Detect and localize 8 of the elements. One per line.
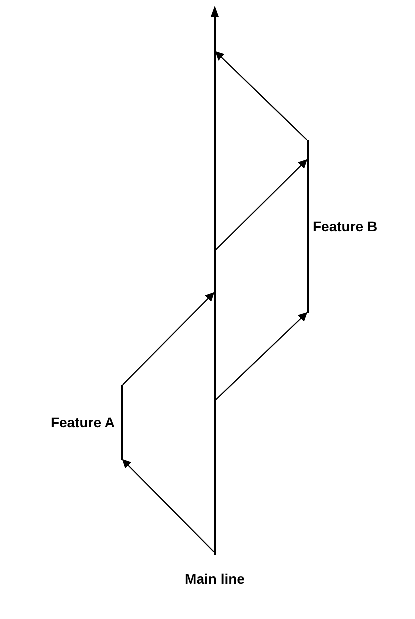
arrow [122,459,214,552]
arrow [216,312,308,400]
branch-label: Feature A [50,413,115,432]
arrow [216,159,308,250]
branch-label: Feature B [313,217,378,236]
arrow [215,51,308,140]
arrow [122,292,215,386]
branch-label: Main line [185,570,245,589]
